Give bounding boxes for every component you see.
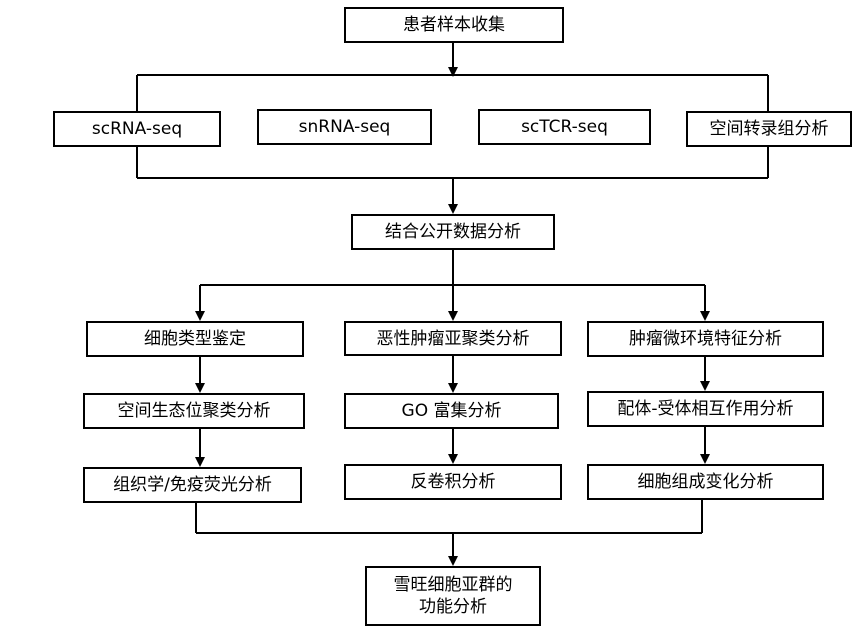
schwann-subpopulation-line1: 雪旺细胞亚群的 bbox=[393, 575, 513, 595]
ligand-receptor-label: 配体-受体相互作用分析 bbox=[617, 399, 794, 419]
sctcr-seq-box: scTCR-seq bbox=[478, 109, 651, 145]
tme-characterization-label: 肿瘤微环境特征分析 bbox=[629, 329, 782, 349]
histology-if-analysis-label: 组织学/免疫荧光分析 bbox=[113, 475, 272, 495]
schwann-subpopulation-line2: 功能分析 bbox=[419, 597, 487, 617]
spatial-transcriptomics-box: 空间转录组分析 bbox=[686, 111, 852, 147]
schwann-subpopulation-box: 雪旺细胞亚群的 功能分析 bbox=[365, 566, 541, 626]
cell-type-identification-label: 细胞类型鉴定 bbox=[144, 329, 246, 349]
deconvolution-label: 反卷积分析 bbox=[410, 472, 496, 492]
spatial-transcriptomics-label: 空间转录组分析 bbox=[709, 119, 829, 139]
malignant-subclustering-box: 恶性肿瘤亚聚类分析 bbox=[344, 321, 562, 356]
patient-sample-collection-label: 患者样本收集 bbox=[403, 15, 505, 35]
cell-type-identification-box: 细胞类型鉴定 bbox=[86, 321, 304, 357]
snrna-seq-label: snRNA-seq bbox=[298, 117, 391, 137]
histology-if-analysis-box: 组织学/免疫荧光分析 bbox=[83, 467, 302, 503]
malignant-subclustering-label: 恶性肿瘤亚聚类分析 bbox=[376, 328, 530, 349]
patient-sample-collection-box: 患者样本收集 bbox=[344, 7, 564, 43]
ligand-receptor-box: 配体-受体相互作用分析 bbox=[587, 391, 824, 427]
public-data-integration-box: 结合公开数据分析 bbox=[351, 214, 555, 250]
cell-composition-change-box: 细胞组成变化分析 bbox=[587, 464, 824, 500]
cell-composition-change-label: 细胞组成变化分析 bbox=[637, 472, 774, 492]
spatial-niche-clustering-label: 空间生态位聚类分析 bbox=[117, 401, 271, 421]
tme-characterization-box: 肿瘤微环境特征分析 bbox=[587, 321, 824, 357]
go-enrichment-box: GO 富集分析 bbox=[344, 393, 559, 429]
go-enrichment-label: GO 富集分析 bbox=[401, 401, 502, 421]
spatial-niche-clustering-box: 空间生态位聚类分析 bbox=[83, 393, 305, 429]
scrna-seq-box: scRNA-seq bbox=[53, 111, 221, 147]
public-data-integration-label: 结合公开数据分析 bbox=[385, 222, 521, 242]
sctcr-seq-label: scTCR-seq bbox=[521, 117, 608, 137]
deconvolution-box: 反卷积分析 bbox=[344, 464, 562, 500]
snrna-seq-box: snRNA-seq bbox=[257, 109, 432, 145]
scrna-seq-label: scRNA-seq bbox=[91, 119, 183, 139]
